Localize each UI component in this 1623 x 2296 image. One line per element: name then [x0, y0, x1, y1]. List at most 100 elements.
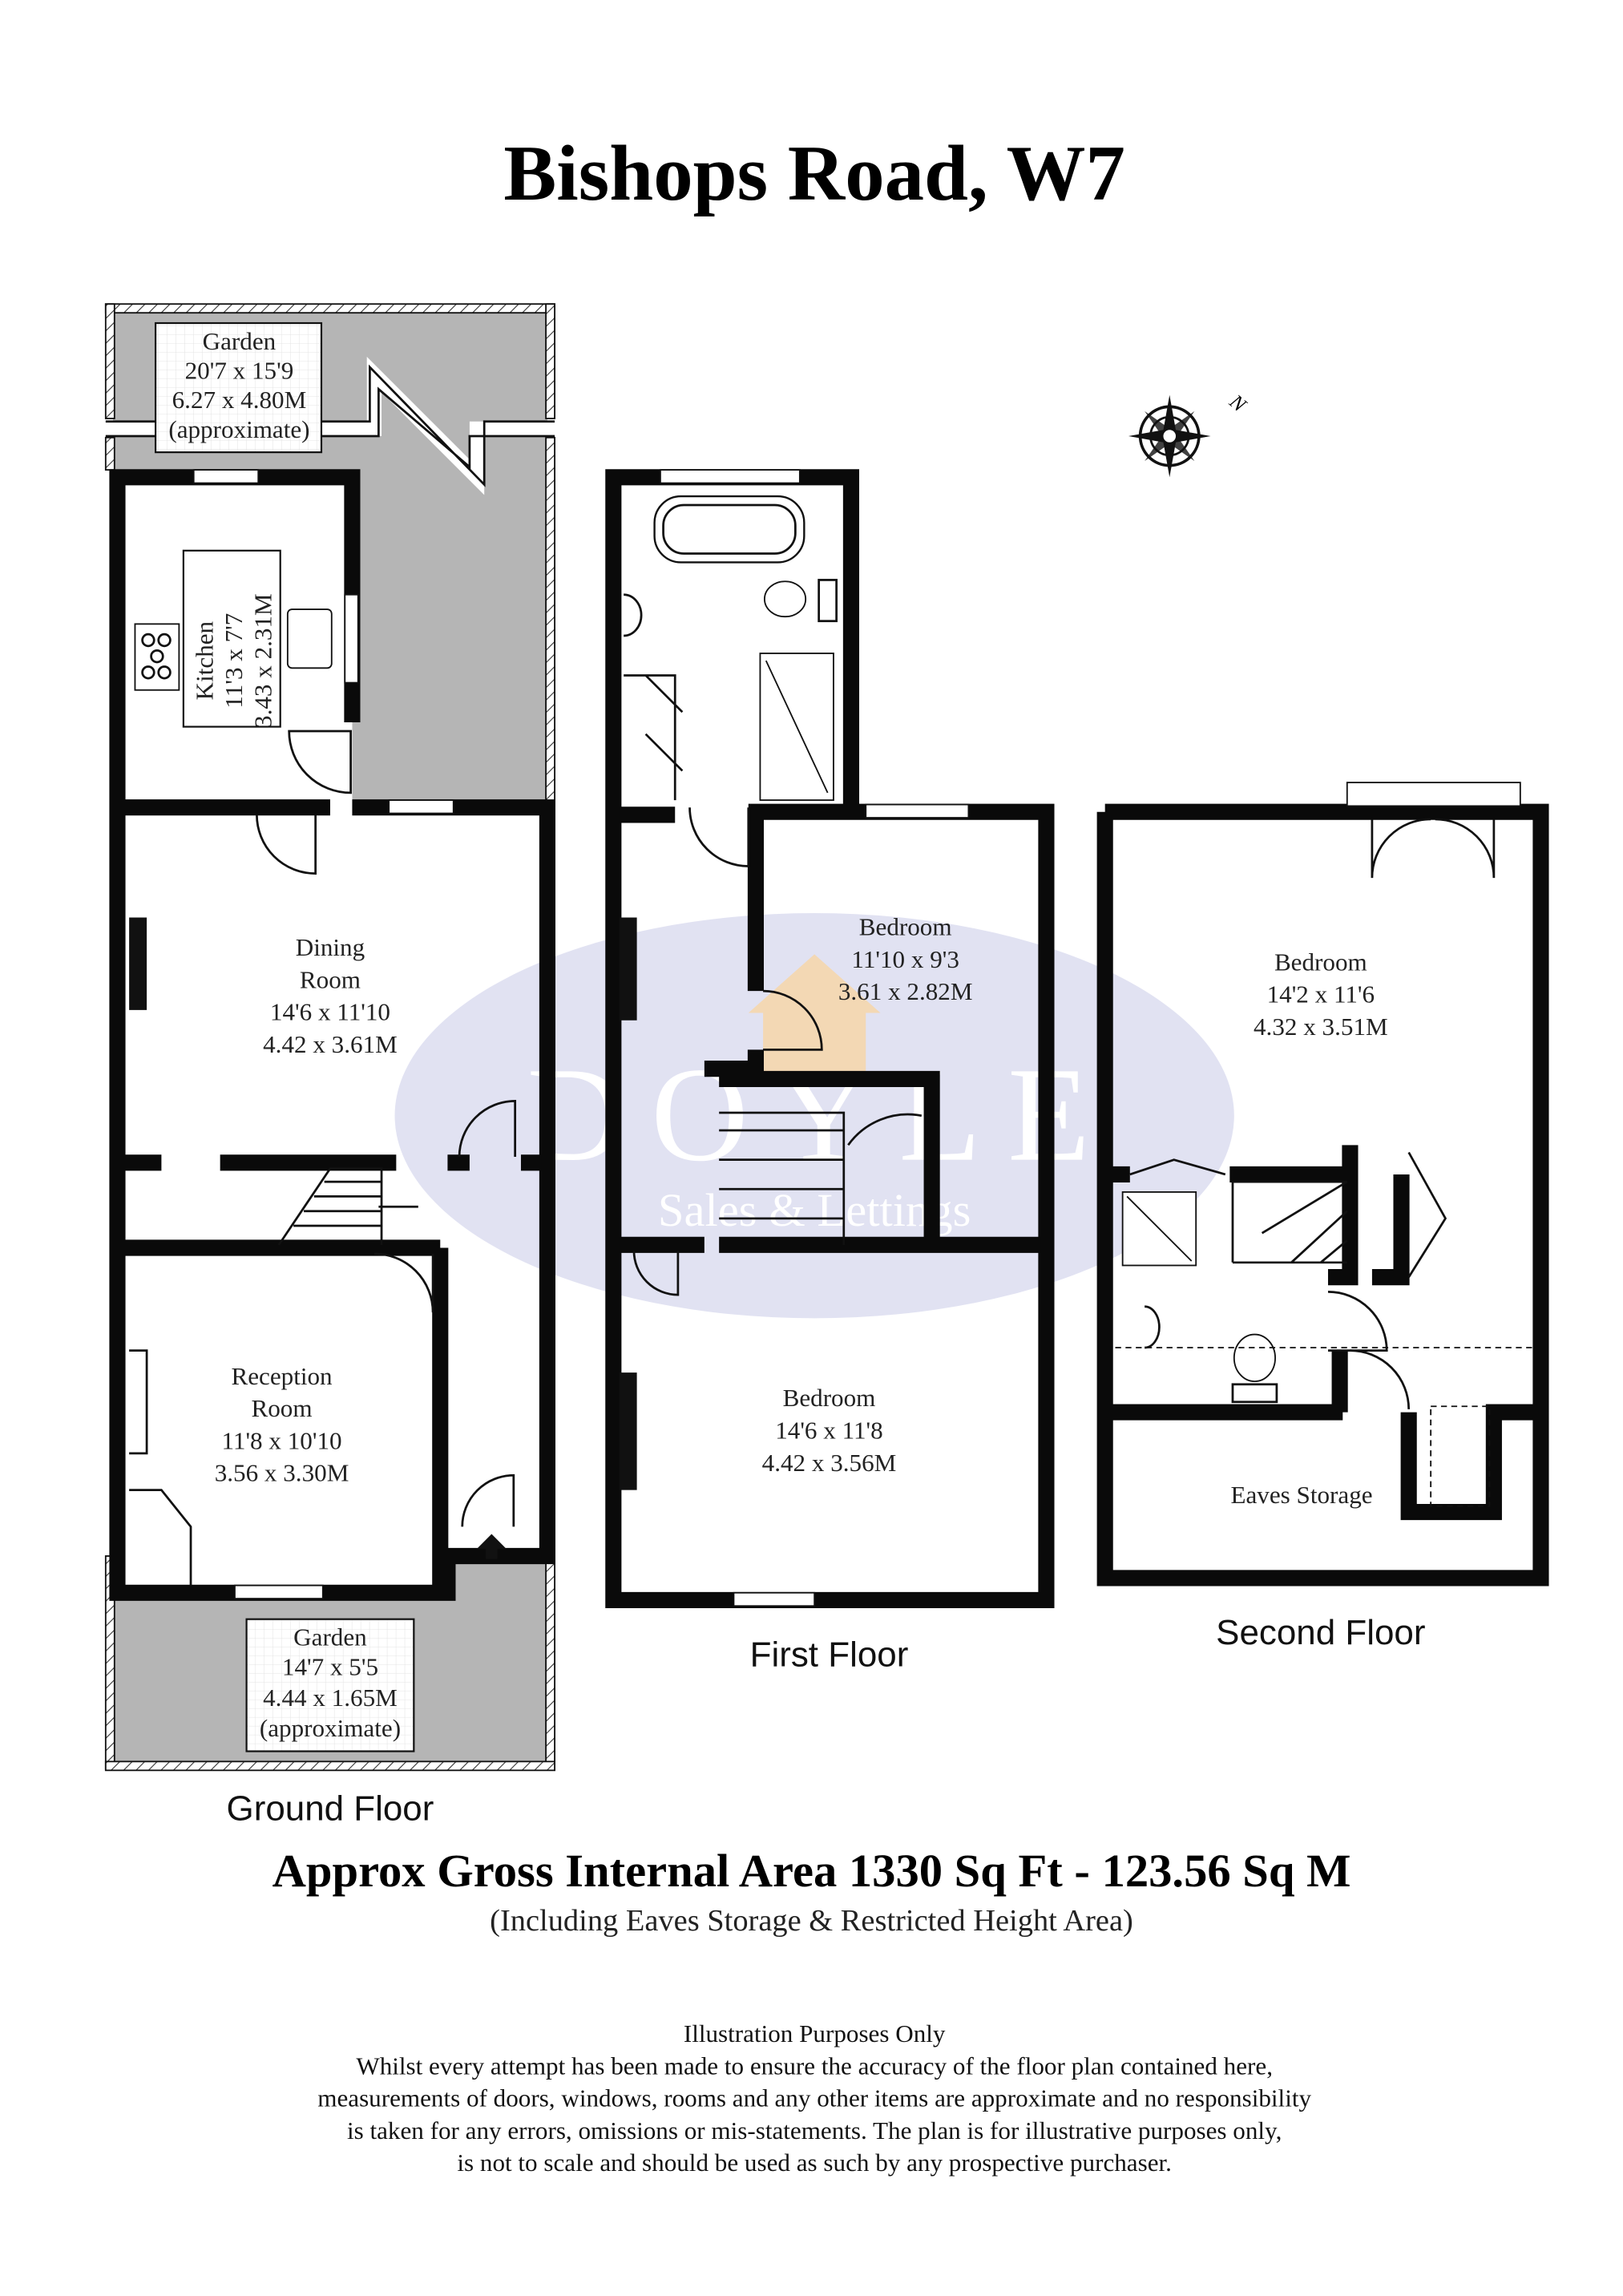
- svg-text:Sales & Lettings: Sales & Lettings: [658, 1184, 971, 1236]
- svg-text:Bedroom: Bedroom: [783, 1384, 876, 1412]
- disclaimer-line: is taken for any errors, omissions or mi…: [347, 2116, 1282, 2144]
- svg-text:14'7 x 5'5: 14'7 x 5'5: [282, 1652, 378, 1680]
- landing-door: [632, 1251, 680, 1296]
- second-bedroom-label: Bedroom 14'2 x 11'6 4.32 x 3.51M: [1254, 948, 1388, 1041]
- svg-text:11'3 x 7'7: 11'3 x 7'7: [220, 613, 248, 709]
- svg-text:Kitchen: Kitchen: [190, 620, 218, 700]
- first-floor-label: First Floor: [750, 1635, 909, 1674]
- second-floor-plan: Bedroom 14'2 x 11'6 4.32 x 3.51M Eaves S…: [1096, 782, 1549, 1652]
- dining-room-label: Dining Room 14'6 x 11'10 4.42 x 3.61M: [263, 933, 398, 1058]
- basin-icon: [624, 593, 643, 637]
- reception-room-label: Reception Room 11'8 x 10'10 3.56 x 3.30M: [215, 1362, 349, 1487]
- gross-internal-area: Approx Gross Internal Area 1330 Sq Ft - …: [273, 1845, 1351, 1897]
- compass-north-label: N: [1225, 389, 1252, 417]
- front-door: [461, 1473, 515, 1527]
- svg-text:20'7 x 15'9: 20'7 x 15'9: [185, 357, 294, 385]
- basin-icon-second: [1145, 1305, 1161, 1349]
- garden-boundary-left: [104, 303, 115, 419]
- front-garden-label: Garden 14'7 x 5'5 4.44 x 1.65M (approxim…: [245, 1618, 415, 1752]
- disclaimer-heading: Illustration Purposes Only: [684, 2019, 946, 2047]
- disclaimer: Illustration Purposes Only Whilst every …: [317, 2019, 1311, 2177]
- eaves-door: [1350, 1349, 1411, 1409]
- svg-text:3.61 x 2.82M: 3.61 x 2.82M: [838, 977, 973, 1005]
- ground-floor-walls: [109, 469, 556, 1601]
- ground-floor-label: Ground Floor: [227, 1789, 434, 1829]
- first-floor-plan: Bedroom 11'10 x 9'3 3.61 x 2.82M Bedroom…: [605, 469, 1055, 1674]
- sink-icon: [286, 608, 333, 669]
- garden-boundary-left-lower: [104, 436, 115, 471]
- ground-staircase: [277, 1167, 418, 1246]
- cupboard-doors: [624, 674, 684, 801]
- svg-text:(approximate): (approximate): [260, 1714, 401, 1742]
- bathroom-door: [688, 807, 750, 867]
- svg-text:Bedroom: Bedroom: [859, 913, 952, 941]
- first-front-window: [733, 1591, 816, 1607]
- bathroom-window: [659, 469, 801, 484]
- toilet-icon: [763, 580, 807, 618]
- svg-text:14'6 x 11'8: 14'6 x 11'8: [775, 1417, 883, 1445]
- svg-text:4.32 x 3.51M: 4.32 x 3.51M: [1254, 1013, 1388, 1041]
- svg-text:6.27 x 4.80M: 6.27 x 4.80M: [172, 386, 307, 414]
- entrance-arrow-icon: [477, 1534, 507, 1559]
- chimney-first-lower: [619, 1372, 637, 1490]
- eaves-storage-label: Eaves Storage: [1230, 1481, 1372, 1509]
- garden-boundary-front-bottom: [104, 1760, 556, 1772]
- svg-text:Room: Room: [252, 1394, 313, 1422]
- first-rear-window: [865, 803, 970, 819]
- cupboard-second: [1129, 1151, 1447, 1278]
- eaves-hatch: [1430, 1405, 1491, 1507]
- svg-text:4.42 x 3.61M: 4.42 x 3.61M: [263, 1030, 398, 1058]
- svg-text:Garden: Garden: [203, 327, 277, 355]
- kitchen-side-window: [344, 593, 359, 684]
- svg-text:Bedroom: Bedroom: [1274, 948, 1367, 976]
- dining-window: [388, 799, 454, 815]
- kitchen-door: [288, 730, 352, 794]
- second-floor-label: Second Floor: [1216, 1613, 1425, 1652]
- hob-icon: [134, 623, 180, 691]
- svg-text:Garden: Garden: [293, 1623, 367, 1651]
- garden-boundary-front-right: [545, 1555, 556, 1770]
- svg-text:3.56 x 3.30M: 3.56 x 3.30M: [215, 1459, 349, 1487]
- rear-garden-label: Garden 20'7 x 15'9 6.27 x 4.80M (approxi…: [154, 321, 323, 454]
- north-arrow-compass-icon: N: [1128, 389, 1252, 478]
- first-staircase: [719, 1111, 923, 1245]
- kitchen-window: [192, 469, 260, 484]
- bedroom-door-first: [763, 989, 823, 1051]
- svg-text:14'6 x 11'10: 14'6 x 11'10: [270, 998, 390, 1026]
- hall-door: [458, 1100, 517, 1157]
- svg-text:4.42 x 3.56M: 4.42 x 3.56M: [762, 1449, 897, 1477]
- svg-text:14'2 x 11'6: 14'2 x 11'6: [1267, 980, 1375, 1009]
- second-staircase: [1231, 1180, 1348, 1264]
- dormer-window: [1346, 782, 1521, 807]
- front-room-door: [373, 1252, 434, 1313]
- bathroom-door-second: [1327, 1291, 1388, 1352]
- garden-boundary-right: [545, 303, 556, 419]
- ground-floor-plan: DOYLE Sales & Lettings Garden 20'7 x 15'…: [104, 303, 1234, 1829]
- svg-text:(approximate): (approximate): [168, 415, 309, 443]
- disclaimer-line: is not to scale and should be used as su…: [457, 2148, 1172, 2177]
- chimney-breast-dining: [129, 917, 147, 1010]
- french-doors: [1371, 818, 1496, 879]
- svg-text:Room: Room: [300, 965, 361, 993]
- reception-window: [234, 1584, 324, 1600]
- svg-text:Reception: Reception: [231, 1362, 333, 1390]
- kitchen-label: Kitchen 11'3 x 7'7 3.43 x 2.31M: [190, 593, 277, 728]
- svg-text:3.43 x 2.31M: 3.43 x 2.31M: [249, 593, 277, 728]
- second-floor-walls: [1096, 803, 1549, 1587]
- chimney-first-upper: [619, 917, 637, 1021]
- svg-text:Dining: Dining: [296, 933, 365, 961]
- disclaimer-line: Whilst every attempt has been made to en…: [356, 2051, 1273, 2080]
- rear-garden-area: [112, 311, 547, 1762]
- first-rear-bedroom-label: Bedroom 11'10 x 9'3 3.61 x 2.82M: [838, 913, 973, 1006]
- area-subtitle: (Including Eaves Storage & Restricted He…: [490, 1904, 1133, 1938]
- svg-text:11'10 x 9'3: 11'10 x 9'3: [851, 945, 959, 973]
- fireplace-reception: [129, 1349, 192, 1586]
- first-front-bedroom-label: Bedroom 14'6 x 11'8 4.42 x 3.56M: [762, 1384, 897, 1477]
- kitchen-worktop: [182, 549, 281, 728]
- bath-icon: [653, 495, 805, 564]
- svg-text:4.44 x 1.65M: 4.44 x 1.65M: [263, 1684, 398, 1712]
- page-title: Bishops Road, W7: [503, 130, 1125, 217]
- garden-boundary-top: [104, 303, 556, 314]
- disclaimer-line: measurements of doors, windows, rooms an…: [317, 2084, 1311, 2112]
